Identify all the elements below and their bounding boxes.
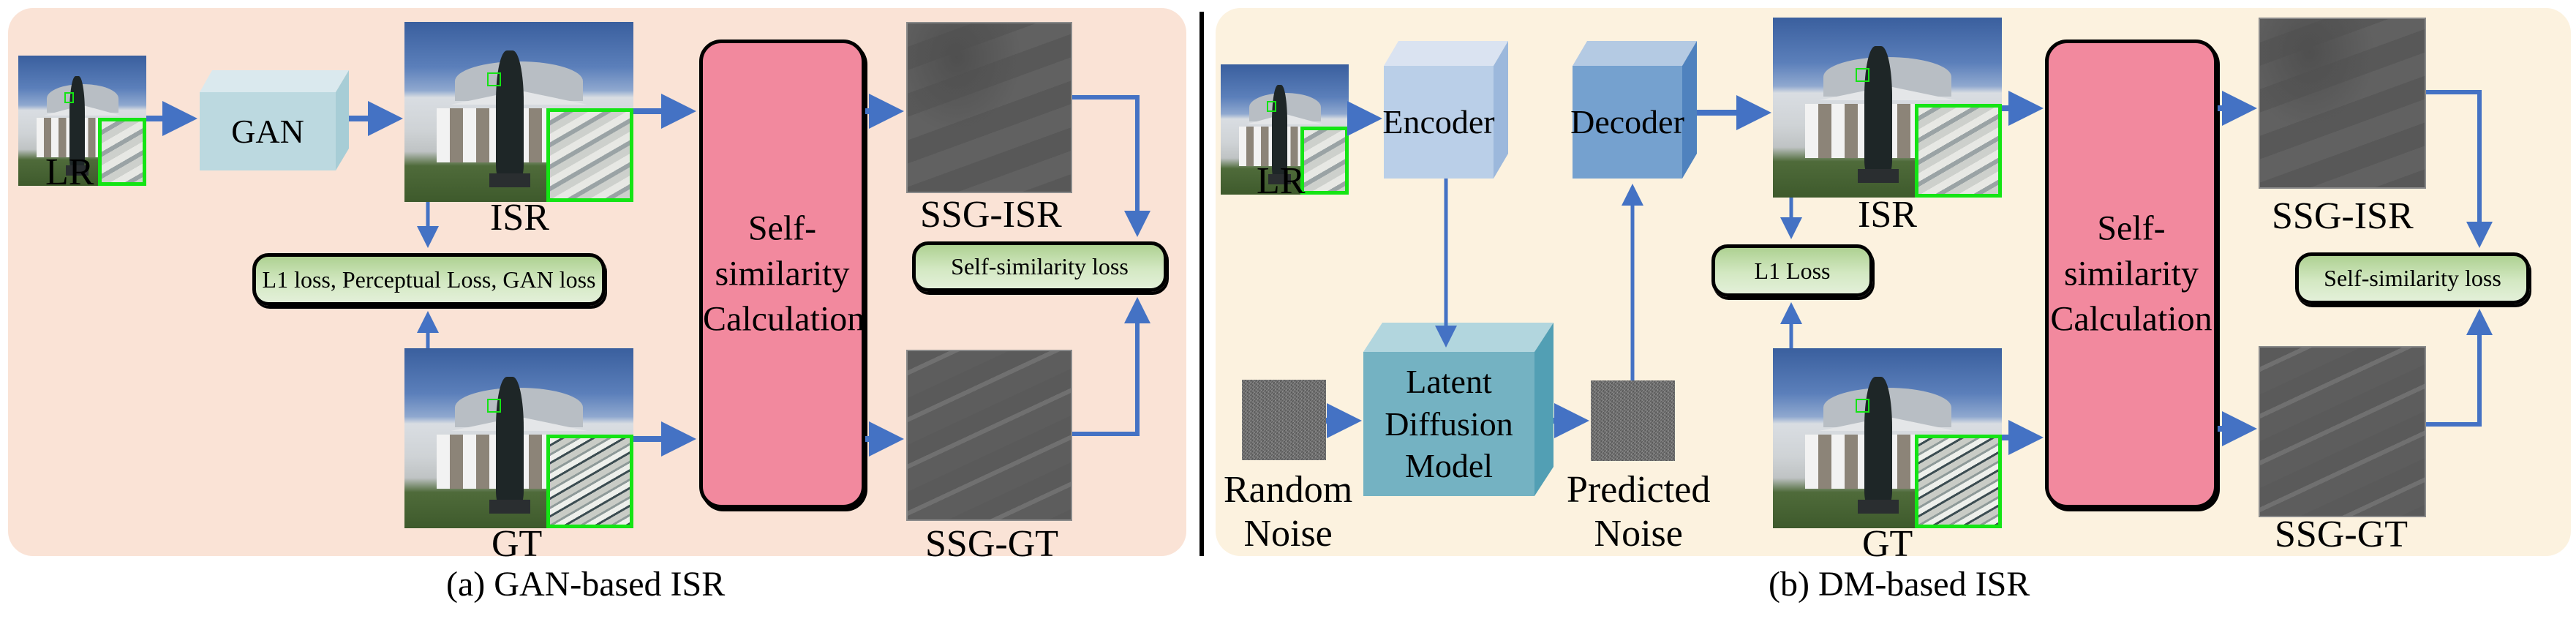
gan-label: GAN — [200, 92, 336, 170]
gan-module: GAN — [200, 70, 349, 170]
decoder-module: Decoder — [1570, 41, 1697, 179]
random-noise-image — [1242, 380, 1326, 460]
self-similarity-calculation-b: Self- similarity Calculation — [2045, 40, 2218, 508]
ssc-label-b: Self- similarity Calculation — [2050, 208, 2212, 339]
arrow-ssggt-to-ssloss-b — [2426, 309, 2493, 427]
ssg-gt-map-b — [2259, 346, 2426, 517]
ssc-label-a: Self- similarity Calculation — [703, 208, 865, 339]
ssg-gt-map-a — [906, 350, 1072, 521]
arrow-ssggt-to-ssloss-a — [1072, 297, 1150, 436]
gt-image-a — [404, 348, 633, 528]
caption-b: (b) DM-based ISR — [1769, 565, 2030, 604]
predicted-noise-label: Predicted Noise — [1567, 469, 1711, 555]
latent-diffusion-model: Latent Diffusion Model — [1363, 323, 1553, 496]
decoder-label: Decoder — [1570, 66, 1684, 179]
self-similarity-calculation-a: Self- similarity Calculation — [699, 40, 865, 508]
gt-label-a: GT — [492, 523, 543, 565]
arrow-ssgisr-to-ssloss-a — [1072, 95, 1150, 237]
gt-label-b: GT — [1862, 523, 1913, 565]
predicted-noise-image — [1591, 380, 1675, 461]
gt-image-b — [1773, 348, 2002, 528]
arrow-ssgisr-to-ssloss-b — [2426, 90, 2493, 248]
isr-label-b: ISR — [1858, 194, 1917, 236]
lr-label-b: LR — [1257, 160, 1306, 202]
ssg-gt-label-a: SSG-GT — [925, 523, 1059, 565]
l1-loss-box: L1 Loss — [1711, 244, 1873, 297]
random-noise-label: Random Noise — [1224, 469, 1353, 555]
caption-a: (a) GAN-based ISR — [446, 565, 726, 604]
encoder-label: Encoder — [1382, 66, 1495, 179]
self-similarity-loss-box-b: Self-similarity loss — [2295, 252, 2530, 304]
isr-label-a: ISR — [490, 197, 549, 239]
l1-perceptual-gan-loss-box: L1 loss, Perceptual Loss, GAN loss — [252, 253, 606, 306]
lr-label-a: LR — [45, 151, 94, 193]
ssg-isr-map-b — [2259, 18, 2426, 189]
ssg-gt-label-b: SSG-GT — [2275, 514, 2409, 555]
isr-image-b — [1773, 18, 2002, 198]
panel-divider — [1200, 12, 1204, 556]
zoom-inset — [97, 118, 146, 186]
ssg-isr-map-a — [906, 22, 1072, 193]
isr-image-a — [404, 22, 633, 202]
lr-image-b — [1221, 64, 1349, 195]
self-similarity-loss-box-a: Self-similarity loss — [912, 241, 1167, 292]
encoder-module: Encoder — [1382, 41, 1508, 179]
lr-image-a — [18, 56, 146, 186]
ssg-isr-label-a: SSG-ISR — [920, 194, 1062, 236]
ssg-isr-label-b: SSG-ISR — [2272, 195, 2414, 237]
ldm-label: Latent Diffusion Model — [1363, 352, 1534, 496]
